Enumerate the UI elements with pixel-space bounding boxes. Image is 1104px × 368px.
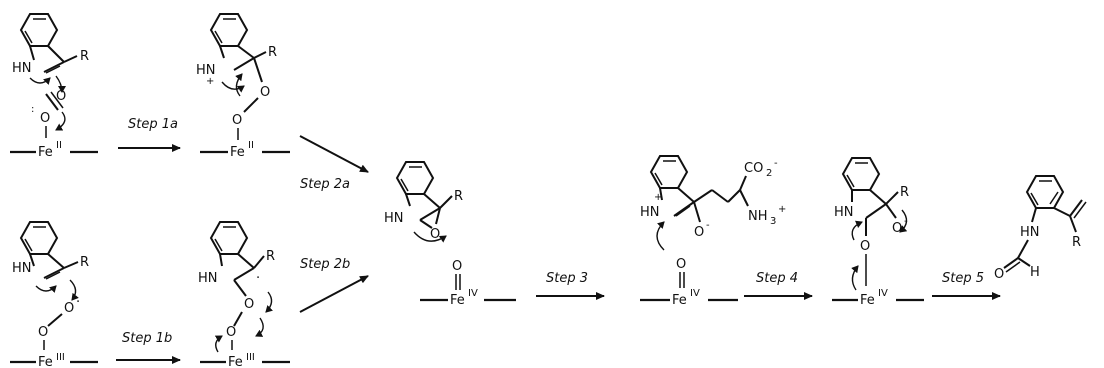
structure-1a-peroxo-fe2: R HN + O O Fe II <box>196 13 290 160</box>
step-1b-label: Step 1b <box>122 331 172 346</box>
ammonium: NH <box>748 209 768 224</box>
o-lower: O <box>40 111 50 126</box>
r-label: R <box>268 45 277 60</box>
step-5-label: Step 5 <box>942 271 984 286</box>
hn-label: HN <box>384 211 404 226</box>
fe-oxidation: III <box>56 352 65 363</box>
structure-3-indolium-alkoxide: HN + O - CO 2 - NH 3 + O Fe IV <box>640 155 786 308</box>
o-top: O <box>56 89 66 104</box>
fe-label: Fe <box>450 293 465 308</box>
step-2a-label: Step 2a <box>300 177 350 192</box>
o-lower: O <box>232 113 242 128</box>
fe-oxidation: IV <box>690 288 700 299</box>
n-plus: + <box>654 192 662 203</box>
o-epoxide: O <box>430 227 440 242</box>
fe-label: Fe <box>38 145 53 160</box>
step-5-arrow: Step 5 <box>932 271 1001 300</box>
o-lower: O <box>38 325 48 340</box>
o-top: O <box>64 301 74 316</box>
hn-label: HN <box>834 205 854 220</box>
step-2b-arrow: Step 2b <box>299 257 369 313</box>
step-1b-arrow: Step 1b <box>116 331 181 364</box>
o-lower: O <box>226 325 236 340</box>
fe-label: Fe <box>672 293 687 308</box>
radical-dot: · <box>76 295 80 310</box>
structure-4-fe-alkoxide: R HN O - O Fe IV <box>832 157 924 308</box>
step-2b-label: Step 2b <box>300 257 350 272</box>
step-4-label: Step 4 <box>756 271 798 286</box>
o-top: O <box>244 297 254 312</box>
r-label: R <box>900 185 909 200</box>
r-label: R <box>454 189 463 204</box>
carboxylate-sub: 2 <box>766 168 772 179</box>
fe-oxidation: IV <box>878 288 888 299</box>
o-alkoxide: O <box>694 225 704 240</box>
o-bridge: O <box>860 239 870 254</box>
structure-5-formylkynurenine: R HN O H <box>994 175 1087 282</box>
fe-oxidation: IV <box>468 288 478 299</box>
o-charge: - <box>706 220 710 231</box>
r-label: R <box>80 255 89 270</box>
o-ferryl: O <box>452 259 462 274</box>
ammonium-sub: 3 <box>770 216 776 227</box>
hn-label: HN <box>198 271 218 286</box>
fe-oxidation: III <box>246 352 255 363</box>
fe-label: Fe <box>230 145 245 160</box>
structure-1a-indole-dioxygen-fe2: R HN O O : Fe II <box>10 13 98 160</box>
r-label: R <box>1072 235 1081 250</box>
structure-2-epoxide-ferryl: R HN O O Fe IV <box>384 161 516 308</box>
step-1a-arrow: Step 1a <box>118 117 181 152</box>
carboxylate: CO <box>744 161 763 176</box>
r-label: R <box>266 249 275 264</box>
fe-label: Fe <box>228 355 243 368</box>
o-ferryl: O <box>676 257 686 272</box>
h-formyl: H <box>1030 265 1040 280</box>
hn-label: HN <box>1020 225 1040 240</box>
hn-label: HN <box>12 61 32 76</box>
hn-label: HN <box>196 63 216 78</box>
o-alkoxide: O <box>892 221 902 236</box>
step-3-label: Step 3 <box>546 271 588 286</box>
hn-label: HN <box>12 261 32 276</box>
step-2a-arrow: Step 2a <box>299 135 369 192</box>
ammonium-charge: + <box>778 204 786 215</box>
fe-label: Fe <box>860 293 875 308</box>
r-label: R <box>80 49 89 64</box>
hn-label: HN <box>640 205 660 220</box>
step-3-arrow: Step 3 <box>536 271 605 300</box>
o-top: O <box>260 85 270 100</box>
o-formyl: O <box>994 267 1004 282</box>
structure-1b-indole-superoxo-fe3: R HN O · O Fe III <box>10 221 98 368</box>
fe-oxidation: II <box>56 140 62 151</box>
structure-1b-radical-peroxo-fe3: R · HN O O Fe III <box>198 221 290 368</box>
fe-oxidation: II <box>248 140 254 151</box>
step-1a-label: Step 1a <box>128 117 178 132</box>
carboxylate-charge: - <box>774 158 778 169</box>
step-4-arrow: Step 4 <box>744 271 813 300</box>
radical-dot: · <box>256 271 260 286</box>
fe-label: Fe <box>38 355 53 368</box>
n-plus: + <box>206 76 214 87</box>
lone-pair: : <box>31 104 34 115</box>
